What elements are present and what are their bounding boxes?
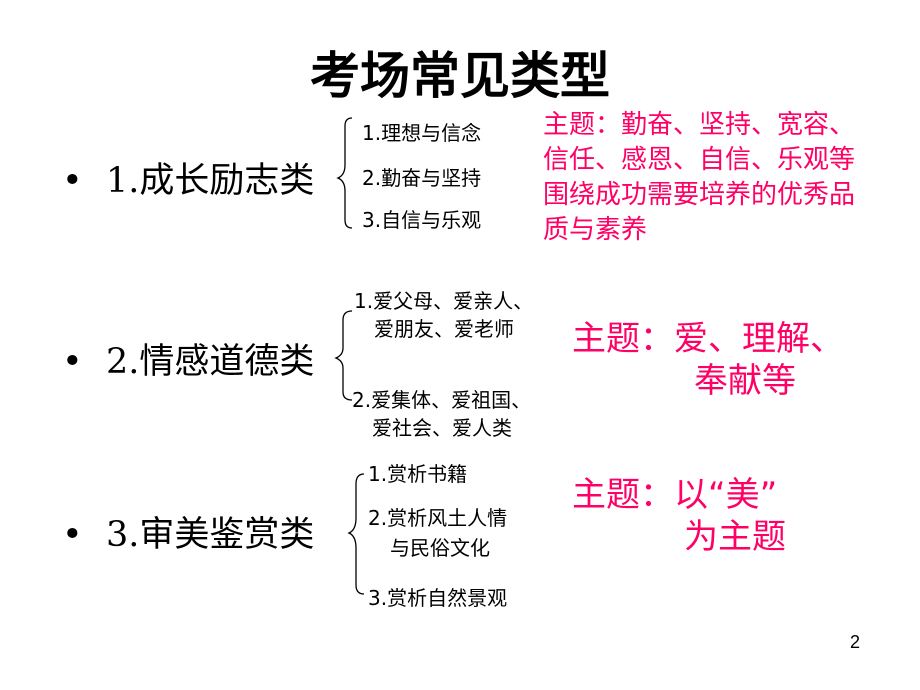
item-line: 与民俗文化	[390, 536, 490, 560]
list-item: 3.自信与乐观	[362, 208, 482, 232]
list-item: 2.爱集体、爱祖国、 爱社会、爱人类	[352, 386, 531, 442]
brace-2	[334, 310, 353, 401]
item-line: 1.赏析书籍	[368, 462, 468, 486]
bullet-icon: •	[62, 161, 83, 201]
item-line: 3.赏析自然景观	[368, 586, 508, 610]
theme-text-1: 主题：勤奋、坚持、宽容、 信任、感恩、自信、乐观等 围绕成功需要培养的优秀品 质…	[543, 108, 855, 248]
list-item: 2.勤奋与坚持	[362, 166, 482, 190]
list-item: 1.赏析书籍	[368, 460, 467, 488]
item-line: 2.爱集体、爱祖国、	[352, 388, 532, 412]
slide-title: 考场常见类型	[310, 46, 610, 105]
theme-line: 信任、感恩、自信、乐观等	[543, 145, 856, 175]
heading-text: 3.审美鉴赏类	[106, 515, 315, 555]
item-line: 爱朋友、爱老师	[374, 317, 514, 341]
brace-1	[336, 117, 353, 229]
list-item: 1.爱父母、爱亲人、 爱朋友、爱老师	[354, 287, 533, 343]
theme-line: 主题：勤奋、坚持、宽容、	[543, 110, 856, 140]
list-item: 1.理想与信念	[362, 121, 482, 145]
item-line: 爱社会、爱人类	[372, 416, 512, 440]
section-heading-1: • 1.成长励志类	[62, 152, 314, 203]
theme-text-2: 主题：爱、理解、 奉献等	[572, 318, 844, 402]
theme-line: 主题：爱、理解、	[572, 319, 844, 359]
section-heading-3: • 3.审美鉴赏类	[62, 506, 314, 557]
heading-text: 1.成长励志类	[106, 161, 315, 201]
theme-line: 围绕成功需要培养的优秀品	[543, 180, 856, 210]
list-item: 3.赏析自然景观	[368, 584, 507, 612]
item-line: 1.爱父母、爱亲人、	[354, 289, 534, 313]
section-heading-2: • 2.情感道德类	[62, 333, 314, 384]
theme-line: 主题：以“美”	[572, 475, 778, 515]
list-item: 2.赏析风土人情 与民俗文化	[368, 504, 507, 562]
bullet-icon: •	[62, 515, 83, 555]
brace-3	[347, 473, 365, 595]
page-number: 2	[850, 632, 861, 652]
heading-text: 2.情感道德类	[106, 342, 315, 382]
theme-line: 为主题	[684, 517, 786, 557]
item-line: 2.赏析风土人情	[368, 506, 508, 530]
bullet-icon: •	[62, 342, 83, 382]
theme-line: 奉献等	[694, 361, 796, 401]
theme-text-3: 主题：以“美” 为主题	[572, 474, 786, 558]
theme-line: 质与素养	[543, 215, 648, 245]
